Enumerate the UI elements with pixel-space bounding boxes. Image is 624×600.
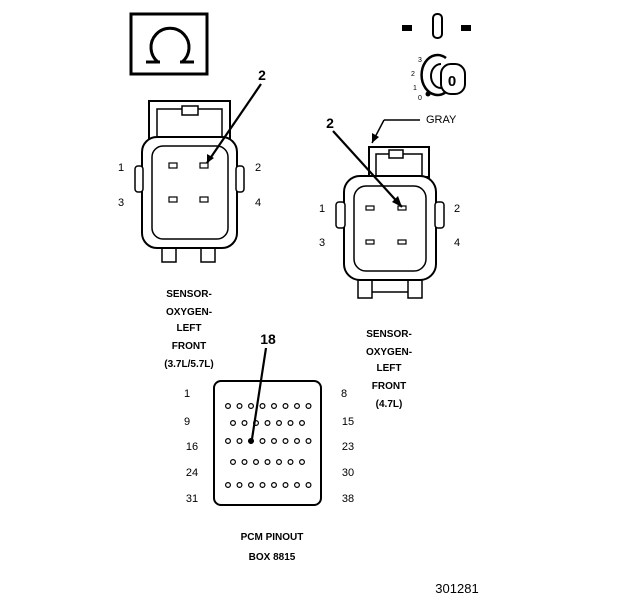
key-position-3: 3 — [418, 57, 422, 64]
pcm-pin-hole — [294, 438, 301, 445]
connector-left: 2 1 2 3 4 — [118, 67, 266, 263]
ohm-symbol-text: Ω — [0, 0, 1, 1]
pcm-pin-hole — [294, 403, 301, 410]
pcm-pin-hole — [287, 459, 294, 466]
pcm-pin-hole — [282, 403, 289, 410]
pcm-pin-hole — [225, 403, 232, 410]
pcm-pin-hole — [230, 420, 237, 427]
pcm-pin-hole — [282, 482, 289, 489]
ohmmeter-symbol-box: Ω — [0, 0, 209, 76]
ignition-switch-icon: 0 3 2 1 0 — [402, 13, 471, 102]
pcm-pin-holes — [225, 403, 312, 489]
pcm-pin-hole — [264, 420, 271, 427]
connector-right-pin-4: 4 — [454, 237, 460, 249]
caption-line: LEFT — [177, 323, 202, 334]
connector-right-pin-2: 2 — [454, 203, 460, 215]
connector-left-callout: 2 — [258, 67, 266, 83]
key-position-2: 2 — [411, 71, 415, 78]
caption-line: LEFT — [377, 363, 402, 374]
pcm-pin-hole — [299, 459, 306, 466]
caption-line: FRONT — [372, 381, 406, 392]
pcm-pin-hole — [259, 403, 266, 410]
figure-number: 301281 — [435, 581, 478, 596]
pcm-pin-hole — [236, 482, 243, 489]
pcm-pin-left: 31 — [186, 493, 198, 505]
pcm-pin-hole — [225, 438, 232, 445]
connector-left-pin-3: 3 — [118, 197, 124, 209]
pcm-pin-hole — [236, 403, 243, 410]
pcm-pin-right: 23 — [342, 441, 354, 453]
key-label: 0 — [448, 73, 456, 90]
connector-right-callout: 2 — [326, 115, 334, 131]
caption-line: SENSOR- — [166, 289, 212, 300]
pcm-pin-left: 9 — [184, 416, 190, 428]
pcm-pin-left: 1 — [184, 388, 190, 400]
pcm-pin-hole — [299, 420, 306, 427]
pcm-pin-hole — [259, 438, 266, 445]
pcm-pin-hole — [236, 438, 243, 445]
pcm-pin-left: 16 — [186, 441, 198, 453]
pcm-pin-hole — [276, 420, 283, 427]
pcm-caption: PCM PINOUT BOX 8815 — [241, 532, 304, 563]
connector-right-pin-3: 3 — [319, 237, 325, 249]
connector-left-caption: SENSOR- OXYGEN- LEFT FRONT (3.7L/5.7L) — [164, 289, 213, 370]
caption-line: BOX 8815 — [249, 552, 296, 563]
connector-left-pin-2: 2 — [255, 162, 261, 174]
pcm-pin-hole — [282, 438, 289, 445]
connector-right-caption: SENSOR- OXYGEN- LEFT FRONT (4.7L) — [366, 329, 412, 410]
pcm-pin-hole-highlighted — [248, 438, 254, 444]
pcm-pin-hole — [294, 482, 301, 489]
connector-left-pin-4: 4 — [255, 197, 261, 209]
color-label-gray: GRAY — [426, 114, 457, 126]
caption-line: (3.7L/5.7L) — [164, 359, 213, 370]
pcm-pin-left: 24 — [186, 467, 198, 479]
pcm-pin-hole — [259, 482, 266, 489]
connector-right-pin-1: 1 — [319, 203, 325, 215]
pcm-pin-hole — [271, 482, 278, 489]
pcm-pin-hole — [264, 459, 271, 466]
pcm-pin-hole — [241, 459, 248, 466]
pcm-pin-right: 38 — [342, 493, 354, 505]
caption-line: (4.7L) — [376, 399, 403, 410]
pcm-pin-hole — [253, 459, 260, 466]
pcm-pin-hole — [241, 420, 248, 427]
pcm-pin-hole — [225, 482, 232, 489]
connector-left-pin-1: 1 — [118, 162, 124, 174]
pcm-callout: 18 — [260, 331, 276, 347]
pcm-pin-hole — [248, 482, 255, 489]
caption-line: SENSOR- — [366, 329, 412, 340]
pcm-pin-hole — [276, 459, 283, 466]
pcm-pin-hole — [305, 438, 312, 445]
pcm-pin-hole — [305, 403, 312, 410]
pcm-pin-hole — [287, 420, 294, 427]
caption-line: OXYGEN- — [366, 347, 412, 358]
connector-right: 2 GRAY 1 2 3 4 — [319, 114, 460, 299]
pcm-pin-hole — [271, 403, 278, 410]
pcm-pin-right: 15 — [342, 416, 354, 428]
pcm-pin-right: 8 — [341, 388, 347, 400]
pcm-pin-hole — [305, 482, 312, 489]
key-position-0: 0 — [418, 95, 422, 102]
pcm-pin-hole — [230, 459, 237, 466]
caption-line: OXYGEN- — [166, 307, 212, 318]
pcm-pin-hole — [271, 438, 278, 445]
pcm-pinout-box: 18 1 9 16 24 31 8 15 23 30 38 — [184, 331, 354, 506]
key-position-1: 1 — [413, 85, 417, 92]
caption-line: FRONT — [172, 341, 206, 352]
pcm-pin-hole — [248, 403, 255, 410]
pcm-pin-right: 30 — [342, 467, 354, 479]
caption-line: PCM PINOUT — [241, 532, 304, 543]
